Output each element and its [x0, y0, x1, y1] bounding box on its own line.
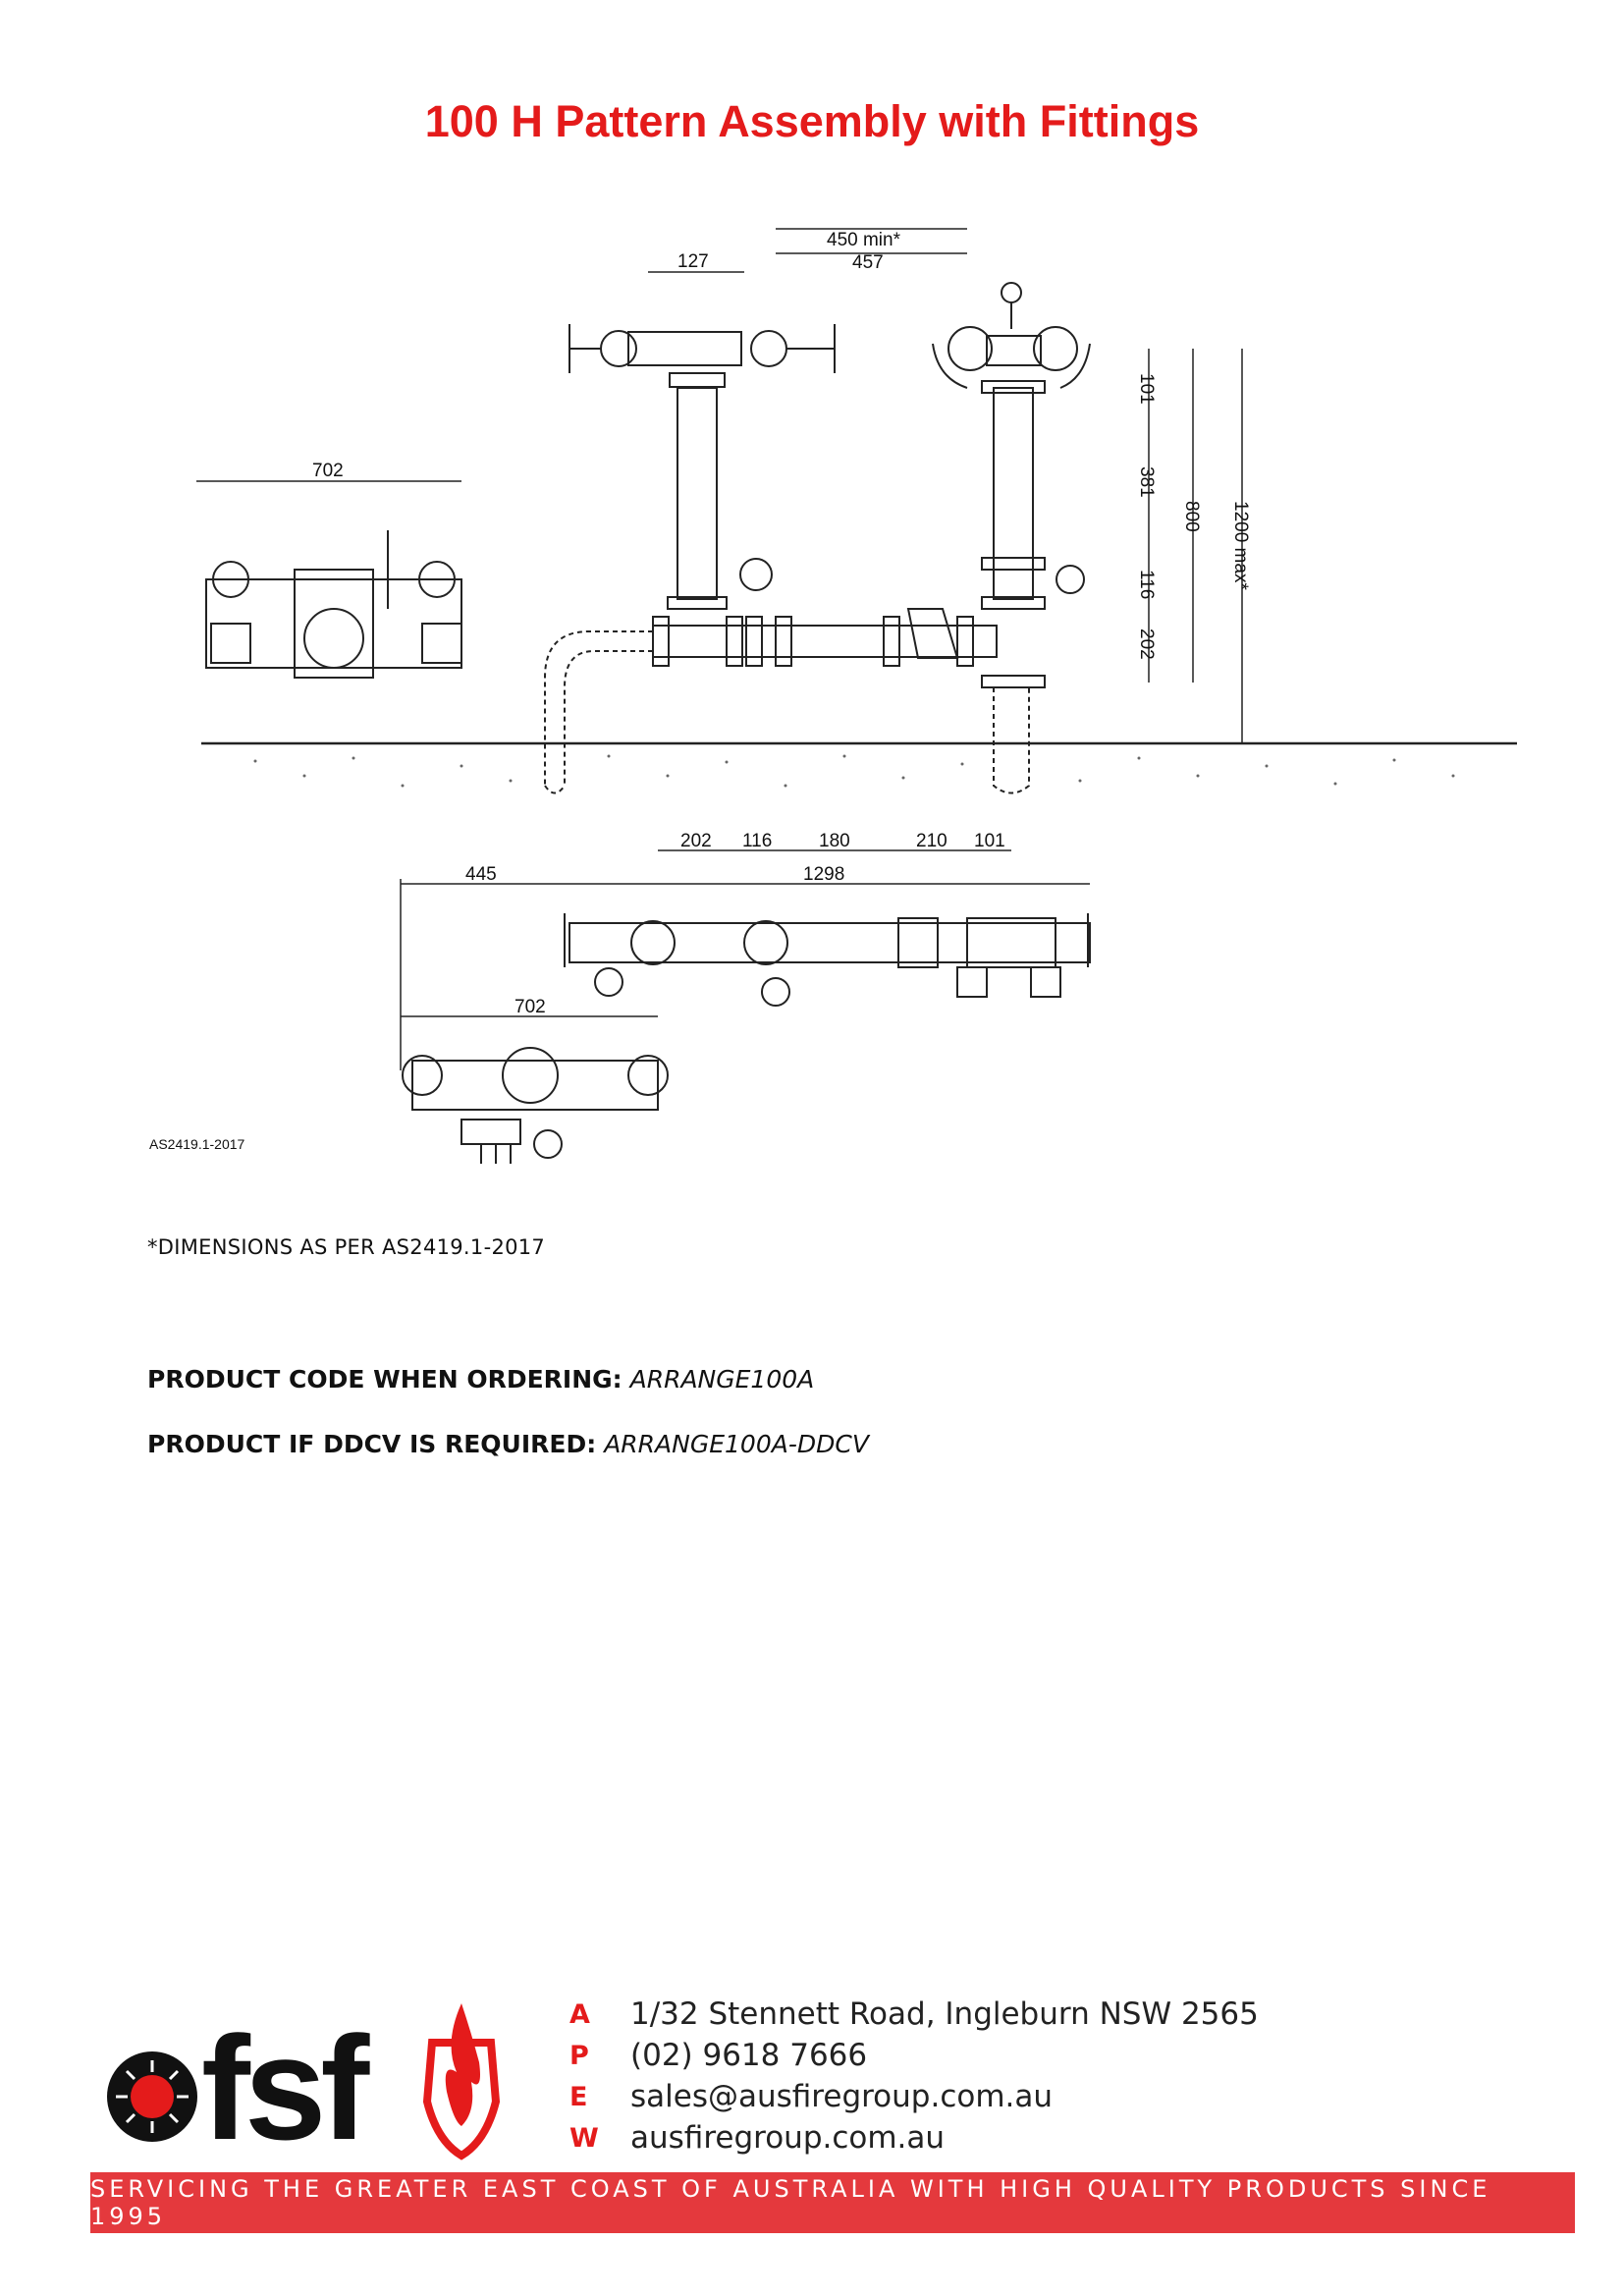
dim-v-1200: 1200 max*: [1230, 501, 1251, 590]
dim-top-450: 450 min*: [827, 230, 901, 250]
dim-b-180: 180: [819, 831, 850, 851]
technical-drawing: 127 450 min* 457 702 101 381 116 202 800…: [149, 228, 1517, 1164]
standard-label: AS2419.1-2017: [149, 1136, 245, 1152]
dim-b-210: 210: [916, 831, 947, 851]
right-riser: [993, 387, 1034, 600]
afsf-logo: fsf: [107, 2003, 501, 2170]
address-text: 1/32 Stennett Road, Ingleburn NSW 2565: [630, 1996, 1259, 2032]
product-code-label: PRODUCT CODE WHEN ORDERING:: [147, 1365, 623, 1394]
flame-icon: [445, 2003, 480, 2126]
contact-letter: W: [569, 2122, 599, 2154]
dim-v-800: 800: [1181, 501, 1202, 532]
phone-text[interactable]: (02) 9618 7666: [630, 2038, 868, 2073]
horizontal-pipe: [652, 625, 998, 658]
dim-b-101: 101: [974, 831, 1005, 851]
left-riser: [677, 387, 718, 600]
product-ddcv-line: PRODUCT IF DDCV IS REQUIRED: ARRANGE100A…: [147, 1430, 869, 1458]
dimension-labels: 127 450 min* 457 702 101 381 116 202 800…: [149, 230, 1251, 1152]
dim-p-445: 445: [465, 864, 497, 885]
logo-text: fsf: [201, 2005, 370, 2170]
contact-address: A 1/32 Stennett Road, Ingleburn NSW 2565: [569, 1994, 1259, 2035]
email-link[interactable]: sales@ausfiregroup.com.au: [630, 2079, 1054, 2114]
dim-b-202: 202: [680, 831, 712, 851]
dim-top-127: 127: [677, 251, 709, 272]
contact-web: W ausfiregroup.com.au: [569, 2117, 1259, 2159]
contact-block: A 1/32 Stennett Road, Ingleburn NSW 2565…: [569, 1994, 1259, 2159]
dim-v-116: 116: [1136, 570, 1157, 599]
dim-v-101: 101: [1136, 373, 1157, 405]
banner-text: SERVICING THE GREATER EAST COAST OF AUST…: [90, 2175, 1491, 2230]
page-title: 100 H Pattern Assembly with Fittings: [424, 96, 1200, 146]
contact-letter: E: [569, 2081, 588, 2112]
contact-phone: P (02) 9618 7666: [569, 2035, 1259, 2076]
contact-letter: A: [569, 1998, 590, 2030]
dim-top-457: 457: [852, 252, 884, 273]
product-code-line: PRODUCT CODE WHEN ORDERING: ARRANGE100A: [147, 1365, 814, 1394]
shield-icon: [422, 2039, 501, 2160]
product-ddcv-value: ARRANGE100A-DDCV: [604, 1430, 869, 1458]
ground-hatch: [253, 754, 1455, 788]
contact-letter: P: [569, 2040, 589, 2071]
product-ddcv-label: PRODUCT IF DDCV IS REQUIRED:: [147, 1430, 597, 1458]
dim-b-116: 116: [742, 831, 772, 851]
footer-banner: SERVICING THE GREATER EAST COAST OF AUST…: [90, 2172, 1575, 2233]
website-link[interactable]: ausfiregroup.com.au: [630, 2120, 946, 2156]
dim-p-1298: 1298: [803, 864, 844, 885]
product-code-value: ARRANGE100A: [629, 1365, 815, 1394]
dim-v-202: 202: [1136, 629, 1157, 660]
dim-v-381: 381: [1136, 466, 1157, 498]
dimensions-note: *DIMENSIONS AS PER AS2419.1-2017: [147, 1235, 546, 1259]
contact-email: E sales@ausfiregroup.com.au: [569, 2076, 1259, 2117]
logo-emblem: [107, 2051, 197, 2142]
dim-p-702: 702: [514, 997, 546, 1017]
dim-left-702: 702: [312, 461, 344, 481]
